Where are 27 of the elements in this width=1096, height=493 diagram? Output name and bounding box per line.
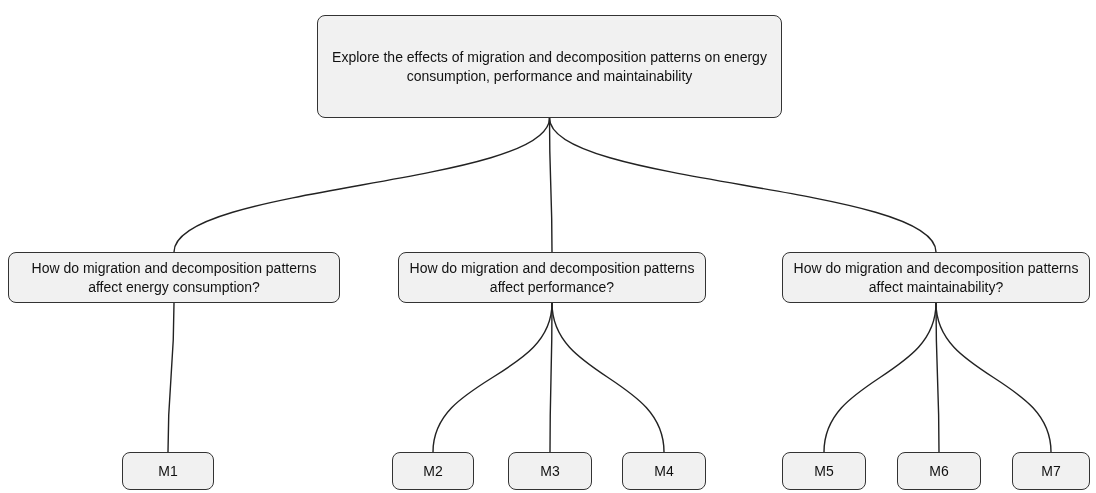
- process-box: [782, 452, 866, 490]
- process-box: [317, 15, 782, 118]
- box-label: How do migration and decomposition patterns affect energy consumption?: [30, 258, 318, 297]
- connector-line: [935, 302, 1052, 453]
- box-label: M3: [540, 461, 560, 481]
- connector-line: [548, 117, 937, 253]
- box-label: M5: [814, 461, 834, 481]
- box-label: M6: [929, 461, 949, 481]
- process-box: [897, 452, 981, 490]
- box-label: How do migration and decomposition patterns affect maintainability?: [792, 258, 1080, 297]
- box-label: M4: [654, 461, 674, 481]
- process-box: [1012, 452, 1090, 490]
- connector-line: [167, 302, 175, 453]
- process-box: [398, 252, 706, 303]
- box-label: How do migration and decomposition patterns affect performance?: [408, 258, 696, 297]
- process-box: [122, 452, 214, 490]
- box-label: M2: [423, 461, 443, 481]
- process-box: [8, 252, 340, 303]
- connector-line: [173, 117, 551, 253]
- process-box: [622, 452, 706, 490]
- box-label: M7: [1041, 461, 1061, 481]
- process-box: [782, 252, 1090, 303]
- box-label: M1: [158, 461, 178, 481]
- connector-line: [551, 302, 665, 453]
- box-label: Explore the effects of migration and decomposition patterns on energy consumption, performance and maintainability: [331, 47, 768, 86]
- process-box: [392, 452, 474, 490]
- process-box: [508, 452, 592, 490]
